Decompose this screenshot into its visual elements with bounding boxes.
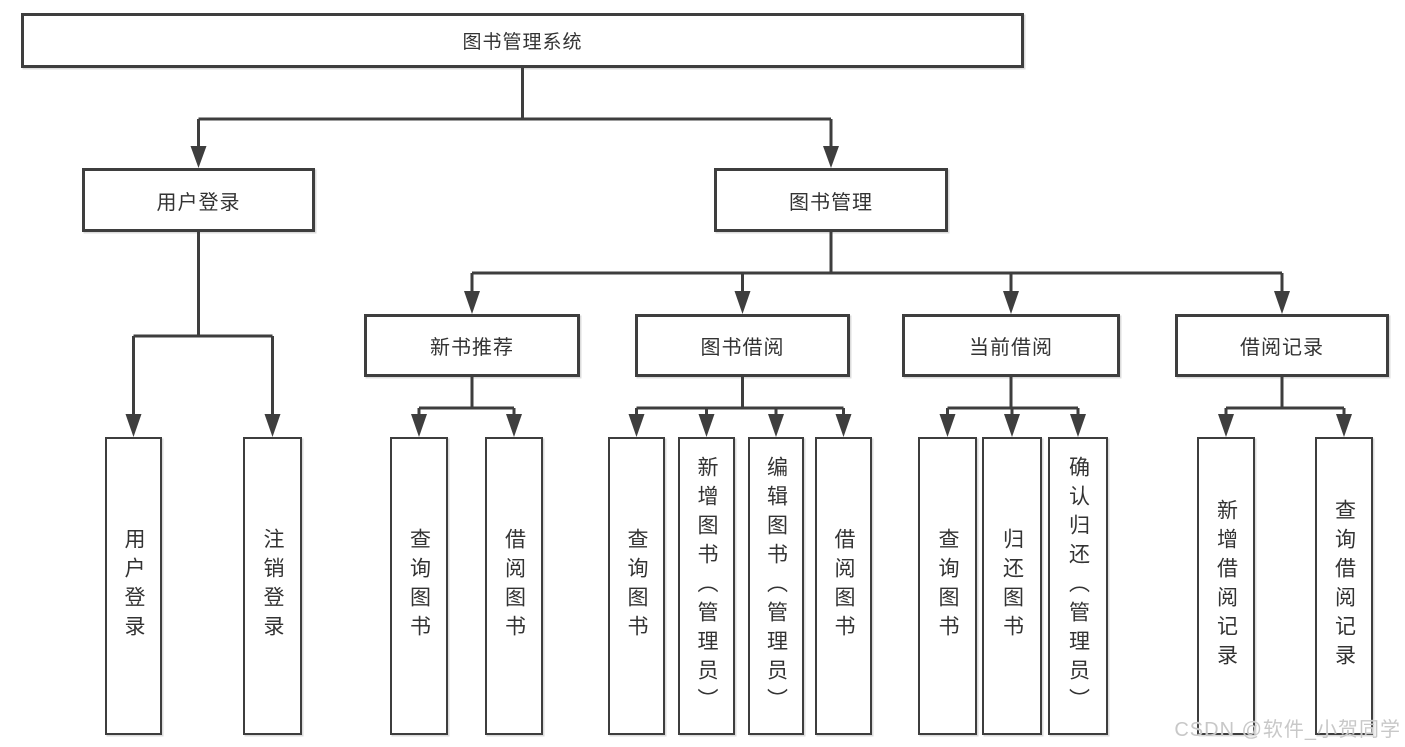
leaf-borrow-book-label: 借阅图书 [832,528,855,644]
node-root-label: 图书管理系统 [462,32,583,53]
leaf-current-return-label: 归还图书 [1000,528,1024,644]
node-book-management-label: 图书管理 [789,191,873,214]
node-user-login-label: 用户登录 [156,191,241,214]
leaf-newbooks-query-label: 查询图书 [407,528,431,644]
leaf-current-return: 归还图书 [982,437,1042,735]
leaf-current-confirm-admin-label: 确认归还（管理员） [1066,455,1090,717]
leaf-logout: 注销登录 [243,437,302,735]
leaf-newbooks-query: 查询图书 [390,437,448,735]
leaf-current-confirm-admin: 确认归还（管理员） [1048,437,1108,735]
node-borrow-records-label: 借阅记录 [1240,337,1324,359]
node-new-book-recommend-label: 新书推荐 [430,337,514,359]
leaf-newbooks-borrow: 借阅图书 [485,437,543,735]
leaf-borrow-query: 查询图书 [608,437,665,735]
leaf-newbooks-borrow-label: 借阅图书 [502,528,526,644]
leaf-borrow-book: 借阅图书 [815,437,872,735]
node-root: 图书管理系统 [21,13,1024,68]
leaf-borrow-add-admin: 新增图书（管理员） [678,437,735,735]
leaf-borrow-add-admin-label: 新增图书（管理员） [695,455,718,717]
leaf-borrow-edit-admin: 编辑图书（管理员） [748,437,804,735]
leaf-user-login-label: 用户登录 [122,528,145,644]
node-current-borrow: 当前借阅 [902,314,1120,377]
node-book-management: 图书管理 [714,168,948,232]
node-borrow-records: 借阅记录 [1175,314,1389,377]
node-current-borrow-label: 当前借阅 [969,337,1053,359]
leaf-borrow-query-label: 查询图书 [625,528,648,644]
leaf-record-add-label: 新增借阅记录 [1214,499,1238,673]
node-book-borrow-label: 图书借阅 [700,337,785,359]
leaf-record-add: 新增借阅记录 [1197,437,1255,735]
node-new-book-recommend: 新书推荐 [364,314,580,377]
leaf-current-query-label: 查询图书 [936,528,959,644]
leaf-user-login: 用户登录 [105,437,162,735]
leaf-record-query-label: 查询借阅记录 [1332,499,1356,673]
leaf-current-query: 查询图书 [918,437,977,735]
csdn-watermark: CSDN @软件_小贺同学 [1174,719,1401,741]
node-book-borrow: 图书借阅 [635,314,850,377]
leaf-borrow-edit-admin-label: 编辑图书（管理员） [764,455,788,717]
node-user-login: 用户登录 [82,168,315,232]
leaf-record-query: 查询借阅记录 [1315,437,1373,735]
leaf-logout-label: 注销登录 [261,528,284,644]
